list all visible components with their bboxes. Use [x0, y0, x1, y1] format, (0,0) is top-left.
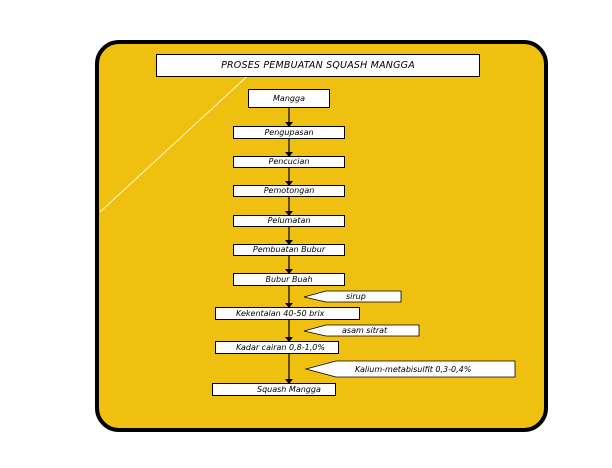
step-kekentalan: Kekentalan 40-50 brix: [215, 307, 360, 320]
input-arrow-kalium: [304, 360, 516, 378]
input-arrow-sirup: [303, 290, 402, 303]
step-mangga: Mangga: [248, 89, 330, 108]
step-pelumatan: Pelumatan: [233, 215, 345, 227]
step-pemotongan: Pemotongan: [233, 185, 345, 197]
step-pembuatan-bubur: Pembuatan Bubur: [233, 244, 345, 256]
decorative-diagonal-line: [99, 69, 255, 213]
step-squash-mangga: Squash Mangga: [212, 383, 336, 396]
diagram-title: PROSES PEMBUATAN SQUASH MANGGA: [156, 54, 480, 77]
flow-arrowheads: [285, 122, 293, 384]
input-label-kalium: Kalium-metabisulfit 0,3-0,4%: [355, 365, 472, 374]
step-bubur-buah: Bubur Buah: [233, 273, 345, 286]
step-kadar-cairan: Kadar cairan 0,8-1,0%: [215, 341, 339, 354]
step-pengupasan: Pengupasan: [233, 126, 345, 139]
background-panel: [95, 40, 548, 432]
step-pencucian: Pencucian: [233, 156, 345, 168]
input-label-asam-sitrat: asam sitrat: [342, 326, 388, 335]
input-arrow-asam-sitrat: [303, 324, 420, 337]
input-label-sirup: sirup: [346, 292, 366, 301]
